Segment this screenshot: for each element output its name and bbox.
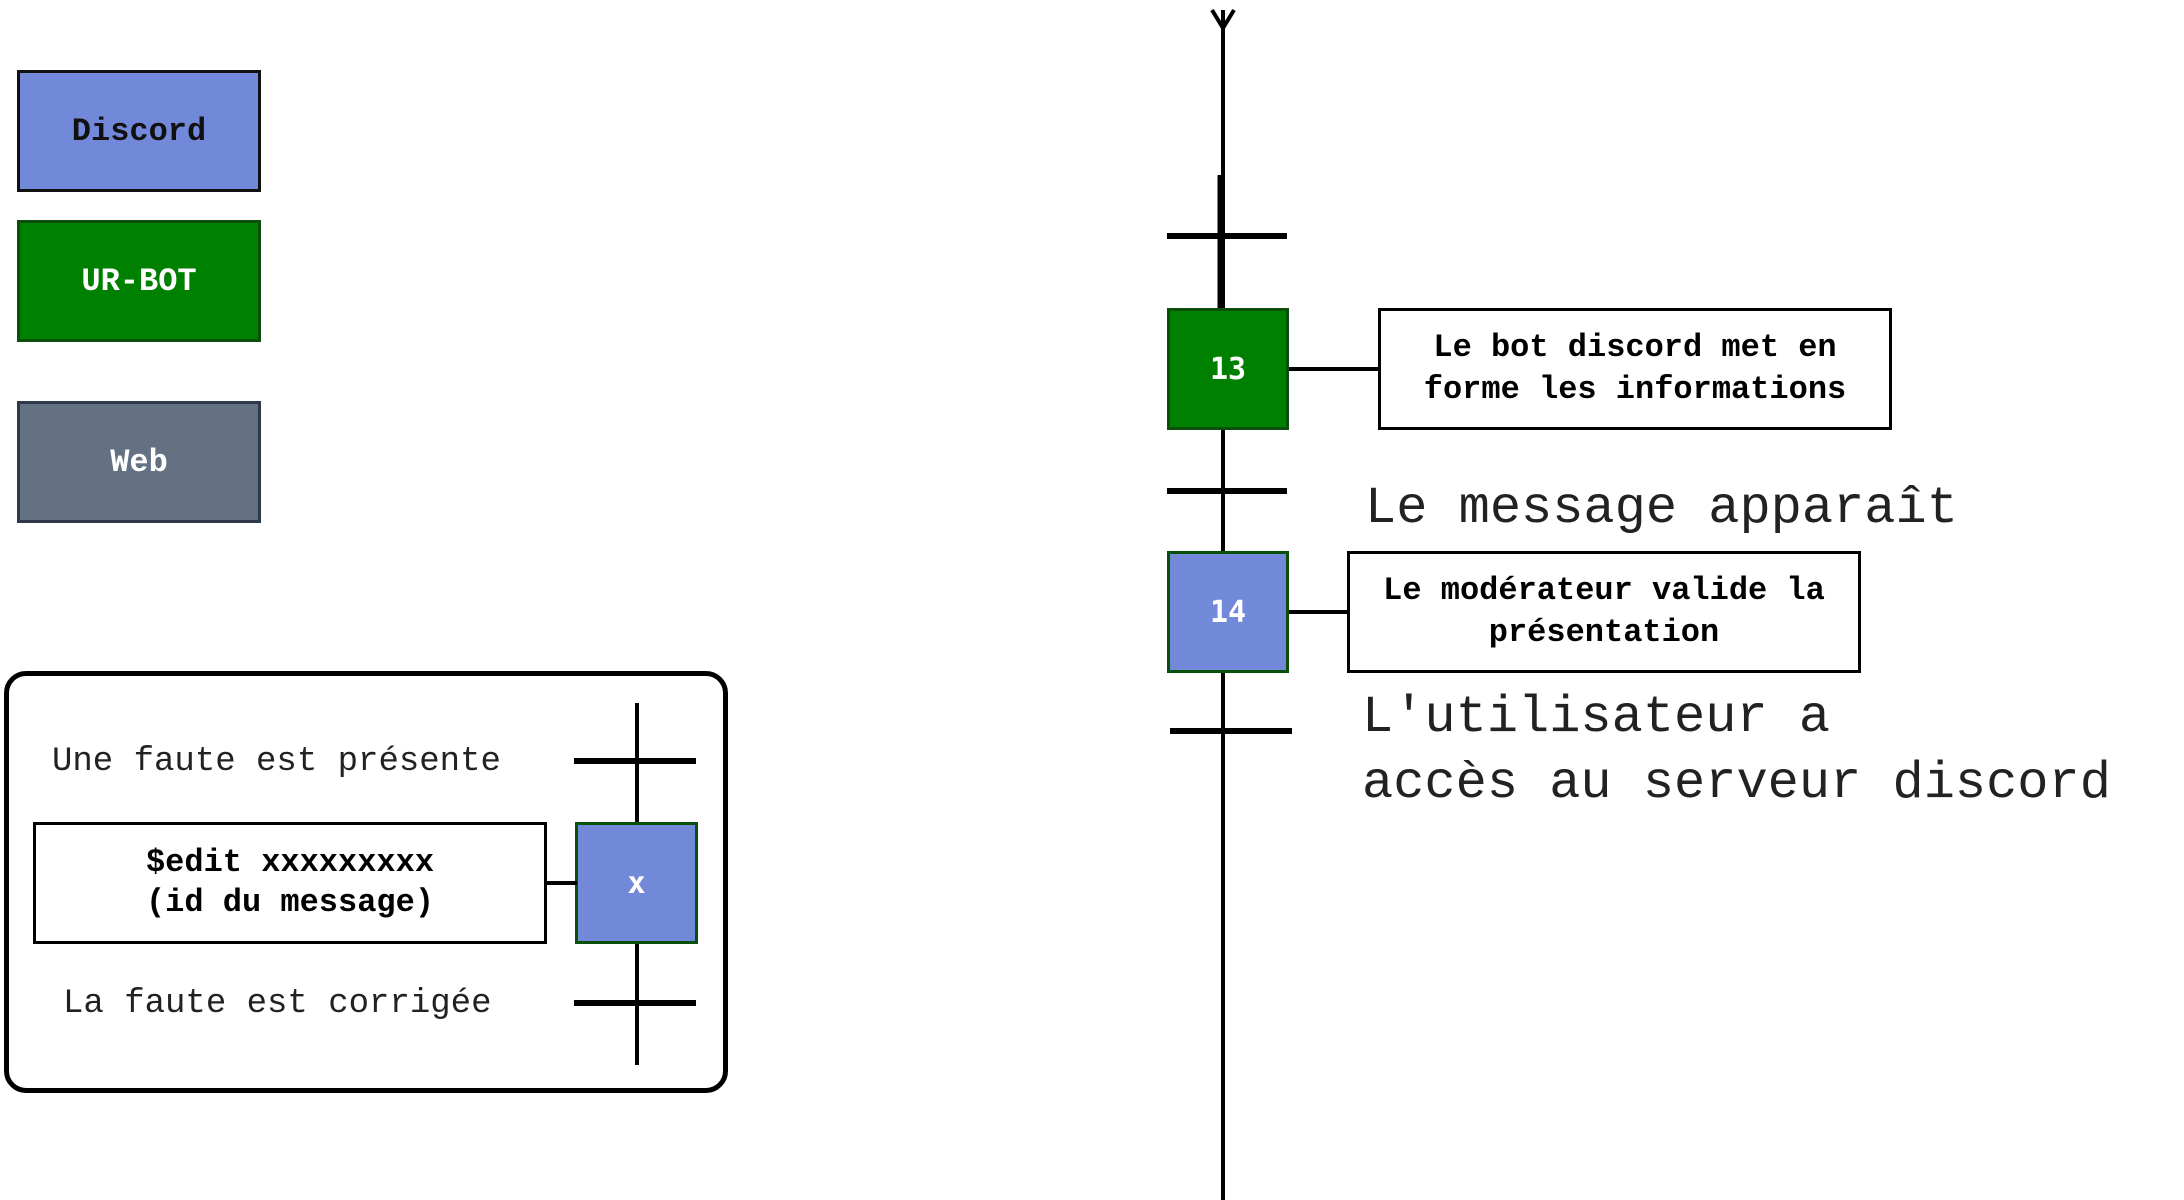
inset-transition-bar-bottom: [574, 1000, 696, 1006]
action-14-line2: présentation: [1488, 614, 1720, 651]
step-x-number: x: [627, 865, 646, 901]
step-14: 14: [1167, 551, 1289, 673]
action-13-box: Le bot discord met en forme les informat…: [1378, 308, 1892, 430]
step-14-number: 14: [1209, 594, 1247, 630]
action-13-line2: forme les informations: [1423, 371, 1847, 408]
action-14-line1: Le modérateur valide la: [1383, 572, 1825, 609]
transition-bar-13-14: [1167, 488, 1287, 494]
action-14-box: Le modérateur valide la présentation: [1347, 551, 1861, 673]
action-14-connector: [1289, 610, 1349, 614]
legend-urbot-label: UR-BOT: [81, 262, 197, 300]
transition-13-14-label: Le message apparaît: [1365, 479, 1958, 538]
transition-bar-14-out: [1170, 728, 1292, 734]
inset-transition-bar-top: [574, 758, 696, 764]
legend-discord-label: Discord: [71, 112, 207, 150]
action-x-connector: [545, 881, 577, 885]
transition-14-out-line1: L'utilisateur a: [1362, 688, 1831, 747]
transition-14-out-line2: accès au serveur discord: [1362, 754, 2111, 813]
transition-bar-top: [1167, 233, 1287, 239]
legend-web: Web: [17, 401, 261, 523]
inset-transition-bottom-label: La faute est corrigée: [63, 985, 492, 1023]
inset-transition-top-label: Une faute est présente: [52, 743, 501, 781]
step-x: x: [575, 822, 698, 944]
action-13-connector: [1289, 367, 1379, 371]
action-13-line1: Le bot discord met en: [1433, 329, 1837, 366]
action-x-box: $edit xxxxxxxxx (id du message): [33, 822, 547, 944]
legend-discord: Discord: [17, 70, 261, 192]
step-13: 13: [1167, 308, 1289, 430]
action-x-line2: (id du message): [145, 884, 435, 921]
transition-14-out-label: L'utilisateur a accès au serveur discord: [1362, 685, 2111, 817]
step-13-number: 13: [1209, 351, 1247, 387]
legend-urbot: UR-BOT: [17, 220, 261, 342]
legend-web-label: Web: [110, 443, 168, 481]
action-x-line1: $edit xxxxxxxxx: [145, 844, 435, 881]
